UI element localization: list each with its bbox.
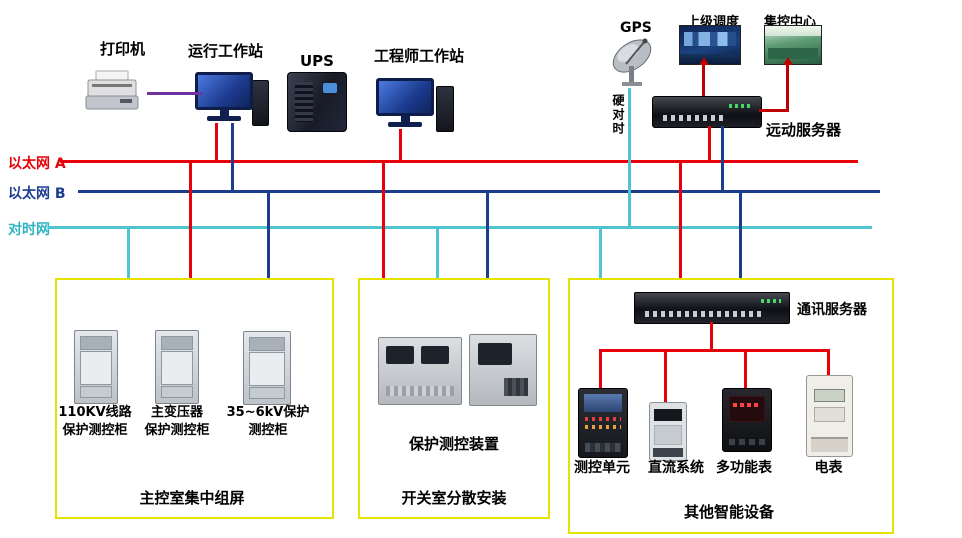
drop-multifunction-meter xyxy=(744,350,747,389)
drop-energy-meter xyxy=(827,350,830,376)
multifunction-meter-label: 多功能表 xyxy=(716,460,772,476)
ethernet-a-bus-label: 以太网 A xyxy=(8,156,66,172)
group-other-devices-title: 其他智能设备 xyxy=(683,503,774,521)
multifunction-meter-icon xyxy=(722,388,772,452)
cabinet-35-6kv-icon xyxy=(243,331,291,405)
gps-antenna-icon xyxy=(612,38,652,86)
operator-workstation-label: 运行工作站 xyxy=(188,42,264,60)
ups-label: UPS xyxy=(300,52,334,70)
ups-icon xyxy=(287,72,347,132)
group2-time-sync-line xyxy=(436,229,439,278)
comm-server-label: 通讯服务器 xyxy=(797,302,867,318)
gps-time-sync-line xyxy=(628,88,631,226)
printer-icon xyxy=(85,70,139,110)
time-sync-bus-line xyxy=(48,226,872,229)
printer-label: 打印机 xyxy=(100,40,146,58)
gps-label: GPS xyxy=(620,20,652,36)
group-main-control-title: 主控室集中组屏 xyxy=(139,489,245,507)
ethernet-b-bus-line xyxy=(78,190,880,193)
group2-ethernet-a-line xyxy=(382,163,385,278)
superior-dispatch-photo xyxy=(679,25,741,65)
measuring-unit-icon xyxy=(578,388,628,458)
cabinet-transformer-label: 主变压器 保护测控柜 xyxy=(144,405,210,438)
computer-tower-icon xyxy=(436,86,454,132)
group-switch-room-title: 开关室分散安装 xyxy=(401,489,507,507)
protection-device-label: 保护测控装置 xyxy=(408,435,499,453)
drop-dc-system xyxy=(664,350,667,403)
energy-meter-icon xyxy=(806,375,853,457)
cabinet-110kv-icon xyxy=(74,330,118,404)
operator-workstation-icon xyxy=(195,72,269,130)
telecontrol-server-icon xyxy=(652,96,762,128)
hard-time-sync-label: 硬对时 xyxy=(611,94,625,136)
monitor-icon xyxy=(195,72,253,121)
ups-vents xyxy=(295,82,313,122)
group1-ethernet-b-line xyxy=(267,193,270,278)
energy-meter-label: 电表 xyxy=(814,460,843,476)
device-distribution-line xyxy=(599,349,830,352)
computer-tower-icon xyxy=(252,80,269,126)
server-ports xyxy=(645,311,763,317)
dc-system-icon xyxy=(649,402,687,461)
printer-link-line xyxy=(147,92,202,95)
ethernet-b-bus-label: 以太网 B xyxy=(8,186,66,202)
server-ethernet-b-line xyxy=(721,126,724,190)
central-control-photo xyxy=(764,25,822,65)
engineer-workstation-icon xyxy=(376,78,454,136)
photo-detail xyxy=(680,54,740,64)
operator-ws-ethernet-a-line xyxy=(215,123,218,160)
monitor-icon xyxy=(376,78,434,127)
uplink-arrowhead xyxy=(699,57,709,65)
cabinet-110kv-label: 110KV线路 保护测控柜 xyxy=(58,405,132,438)
time-sync-bus-label: 对时网 xyxy=(8,222,50,238)
server-ports xyxy=(663,115,723,121)
photo-detail xyxy=(765,26,821,36)
ups-display xyxy=(323,83,337,93)
protection-device-icon xyxy=(469,334,537,406)
server-leds xyxy=(761,299,781,303)
operator-ws-ethernet-b-line xyxy=(231,123,234,190)
measuring-unit-label: 测控单元 xyxy=(574,460,630,476)
uplink-line-dispatch xyxy=(702,64,705,96)
comm-server-icon xyxy=(634,292,790,324)
group3-ethernet-a-line xyxy=(679,163,682,292)
engineer-ws-ethernet-a-line xyxy=(399,129,402,160)
group1-ethernet-a-line xyxy=(189,163,192,278)
server-ethernet-a-line xyxy=(708,126,711,160)
engineer-workstation-label: 工程师工作站 xyxy=(374,47,465,65)
group3-time-sync-line xyxy=(599,229,602,278)
server-leds xyxy=(729,104,751,108)
photo-detail xyxy=(768,48,818,59)
group3-ethernet-b-line xyxy=(739,193,742,292)
group1-time-sync-line xyxy=(127,229,130,278)
dc-system-label: 直流系统 xyxy=(648,460,704,476)
protection-device-icon xyxy=(378,337,462,405)
cabinet-35-6kv-label: 35~6kV保护 测控柜 xyxy=(226,405,310,438)
telecontrol-server-label: 远动服务器 xyxy=(766,121,842,139)
comm-server-drop-line xyxy=(710,322,713,350)
uplink-arrowhead xyxy=(783,57,793,65)
uplink-line-control-center xyxy=(786,64,789,112)
photo-detail xyxy=(683,32,737,46)
ethernet-a-bus-line xyxy=(60,160,858,163)
cabinet-transformer-icon xyxy=(155,330,199,404)
group2-ethernet-b-line xyxy=(486,193,489,278)
drop-measuring-unit xyxy=(599,350,602,388)
uplink-line-control-center-elbow xyxy=(759,109,789,112)
